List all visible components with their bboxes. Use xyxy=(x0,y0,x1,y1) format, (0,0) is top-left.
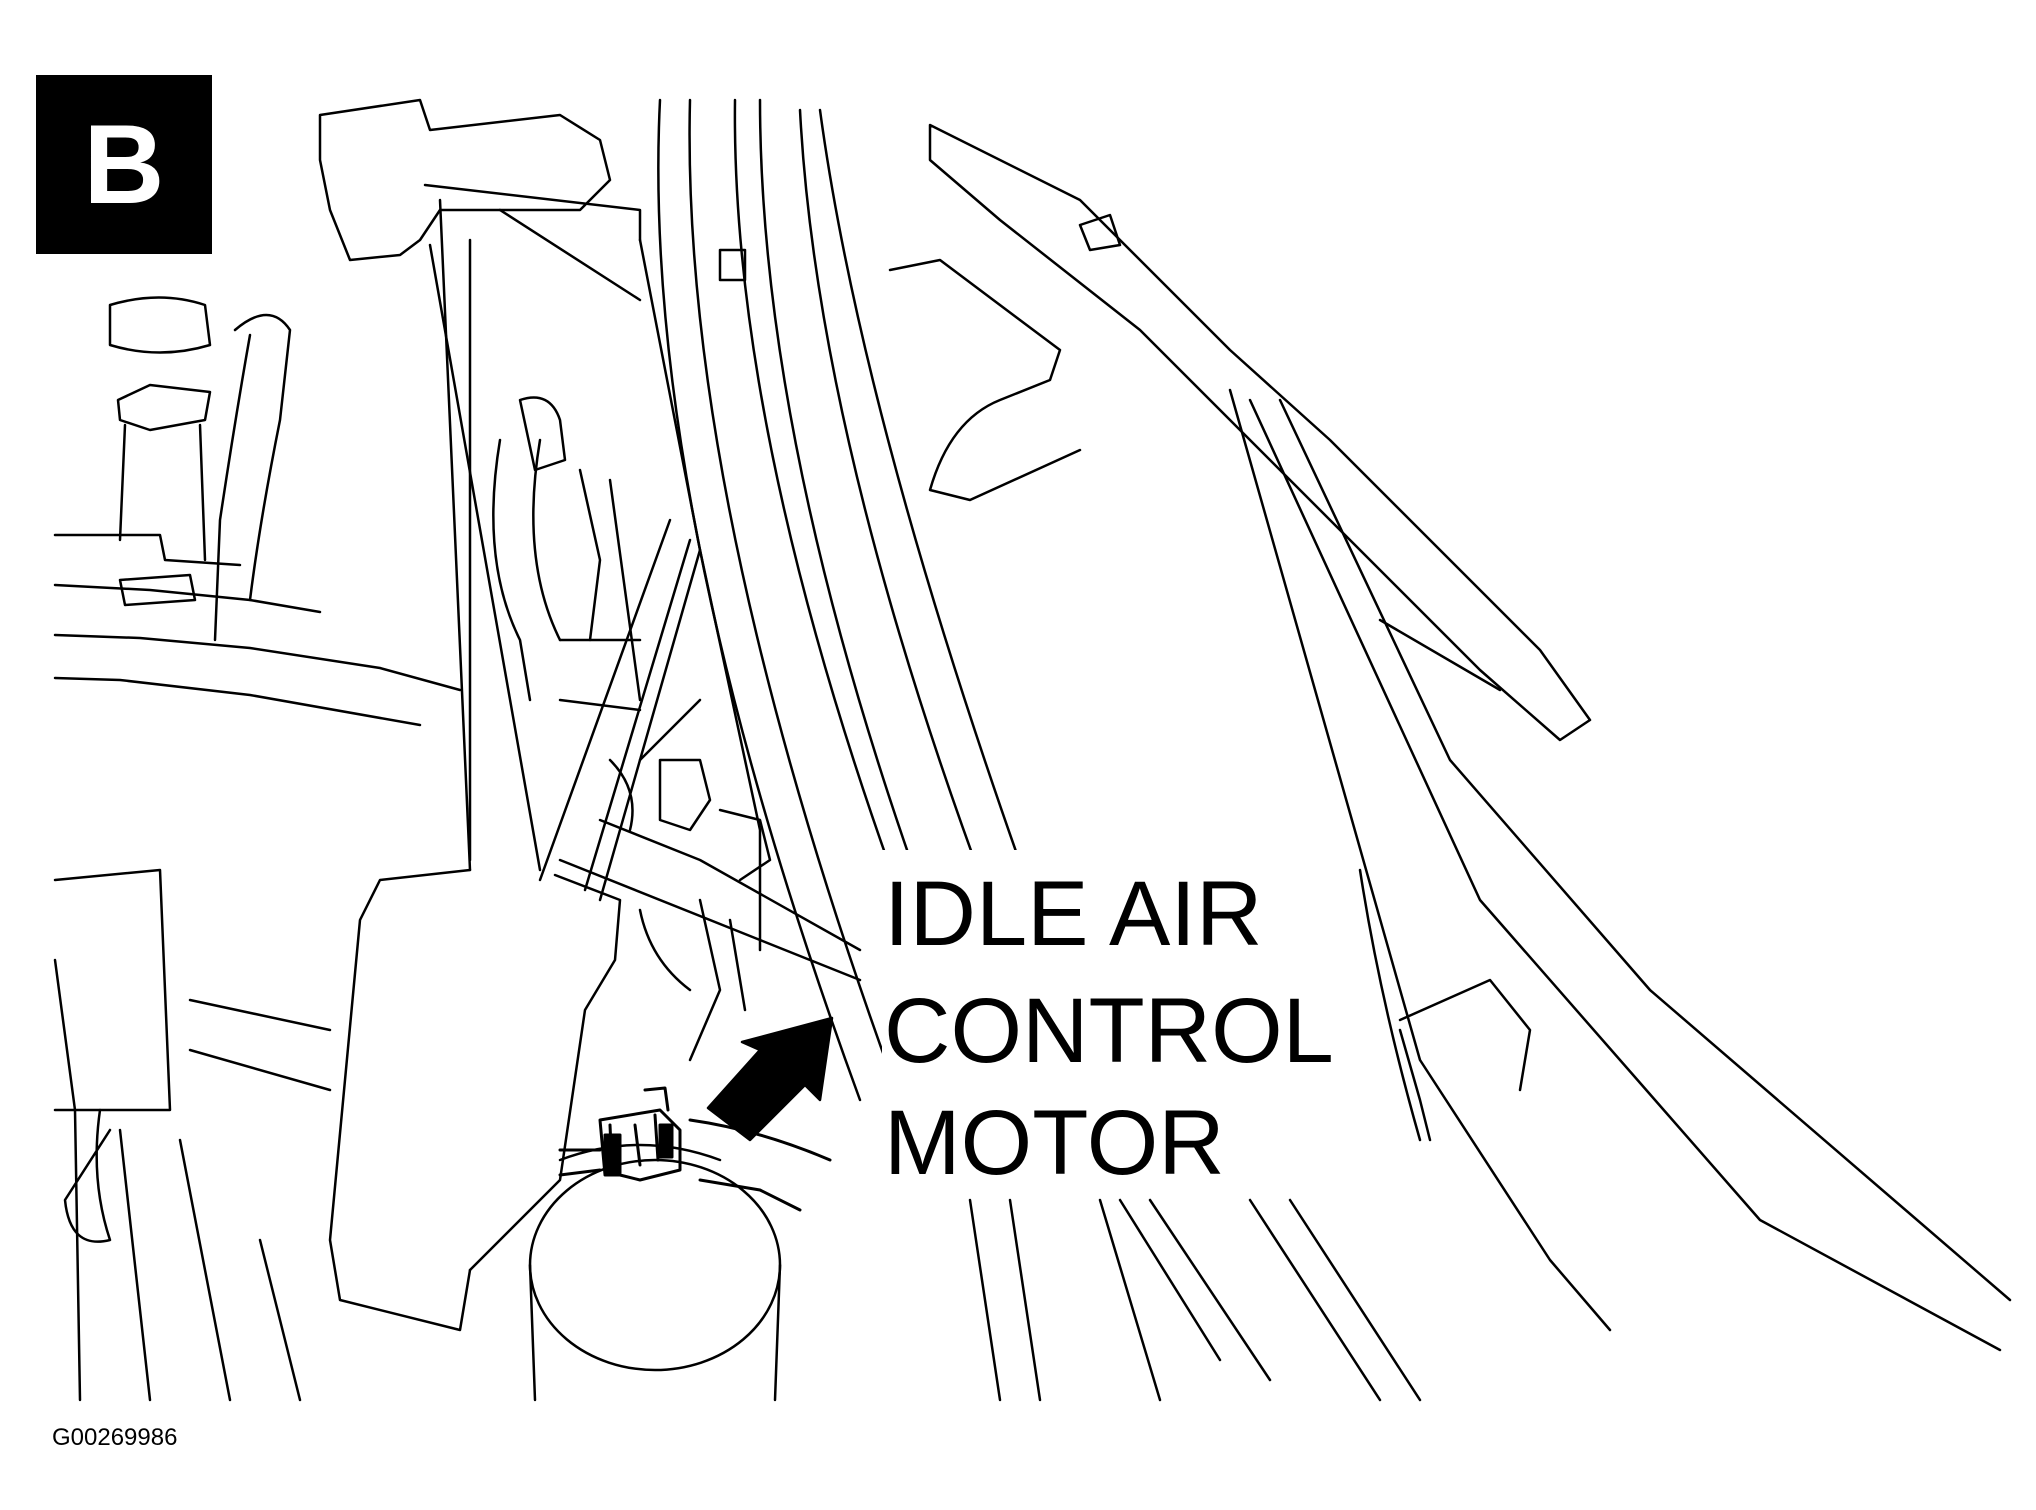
left-hoses xyxy=(53,296,462,727)
idle-air-control-motor xyxy=(558,1086,832,1212)
filter-canister xyxy=(528,1143,782,1402)
strut-bar xyxy=(538,238,762,952)
reservoir-bracket xyxy=(318,98,642,1332)
wiring-harness xyxy=(492,396,862,1062)
lower-housing xyxy=(53,868,332,1402)
arrow-pointer-icon xyxy=(706,1016,834,1142)
panel-letter-badge: B xyxy=(36,75,212,254)
callout-background xyxy=(882,850,1352,1190)
body-panel xyxy=(968,868,1532,1402)
callout-label-line-1: IDLE AIR xyxy=(884,863,1263,965)
panel-letter: B xyxy=(83,101,165,227)
callout-label-line-3: MOTOR xyxy=(884,1092,1225,1194)
callout-label-line-2: CONTROL xyxy=(884,980,1334,1082)
figure-id: G00269986 xyxy=(52,1424,178,1451)
hood-rod xyxy=(888,123,2012,1352)
